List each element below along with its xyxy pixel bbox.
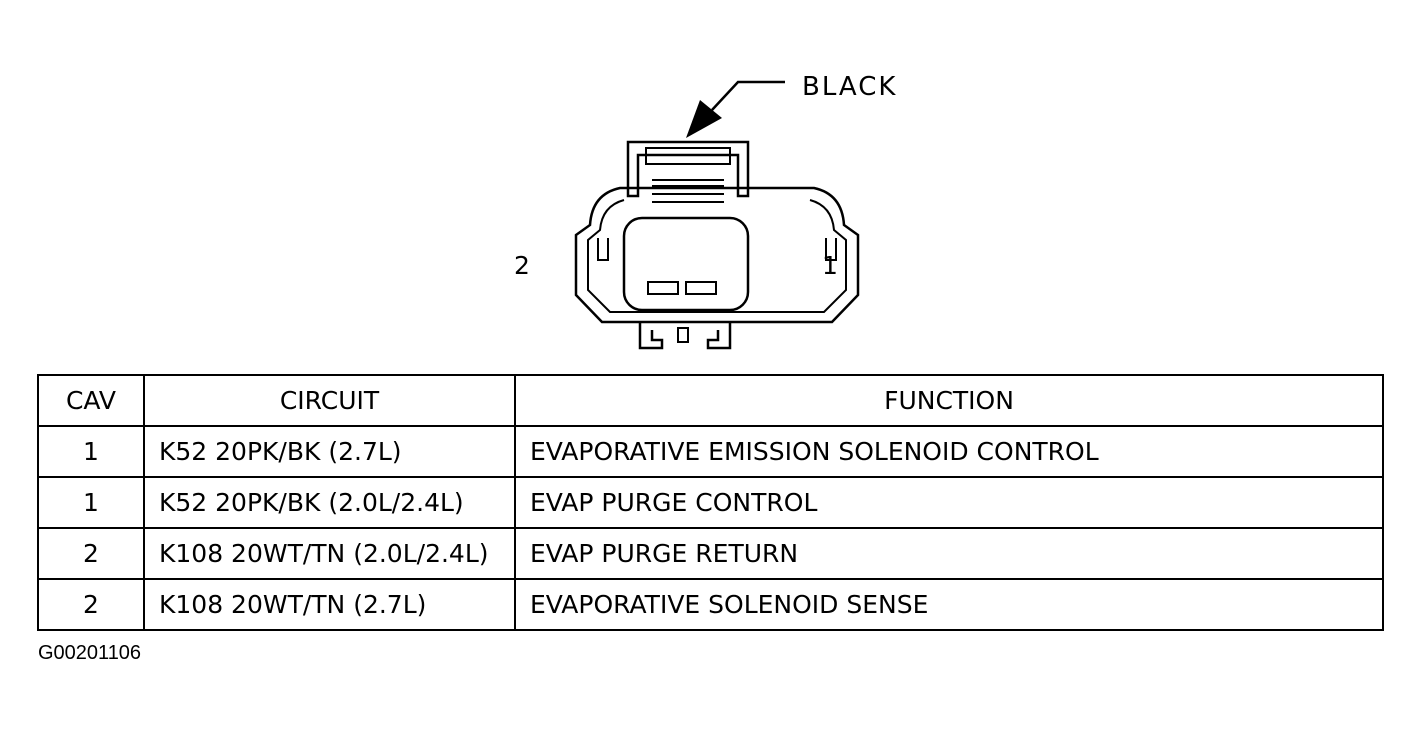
connector-body	[574, 186, 860, 324]
leader-line	[711, 80, 785, 111]
side-clip-left	[597, 238, 609, 261]
bottom-tab-center	[677, 327, 689, 343]
pinout-table: CAV CIRCUIT FUNCTION 1 K52 20PK/BK (2.7L…	[37, 374, 1384, 631]
terminal-cavity-1	[685, 281, 717, 295]
cell-cav: 1	[37, 425, 145, 478]
header-function: FUNCTION	[514, 374, 1384, 427]
header-cav: CAV	[37, 374, 145, 427]
latch-housing	[626, 140, 750, 198]
cell-function: EVAPORATIVE SOLENOID SENSE	[514, 578, 1384, 631]
connector-diagram	[540, 60, 900, 360]
terminal-face	[622, 216, 750, 312]
cell-function: EVAP PURGE RETURN	[514, 527, 1384, 580]
cell-circuit: K108 20WT/TN (2.7L)	[143, 578, 516, 631]
terminal-cavity-2	[647, 281, 679, 295]
table-row: 2 K108 20WT/TN (2.7L) EVAPORATIVE SOLENO…	[37, 578, 1384, 631]
bottom-tab-right	[706, 322, 732, 350]
table-row: 1 K52 20PK/BK (2.7L) EVAPORATIVE EMISSIO…	[37, 425, 1384, 478]
cell-cav: 2	[37, 578, 145, 631]
connector-outline	[574, 80, 860, 350]
bottom-tab-left	[638, 322, 664, 350]
table-header-row: CAV CIRCUIT FUNCTION	[37, 374, 1384, 427]
cell-function: EVAP PURGE CONTROL	[514, 476, 1384, 529]
figure-id: G00201106	[38, 642, 142, 664]
cell-function: EVAPORATIVE EMISSION SOLENOID CONTROL	[514, 425, 1384, 478]
table-row: 2 K108 20WT/TN (2.0L/2.4L) EVAP PURGE RE…	[37, 527, 1384, 580]
pin-2-label: 2	[514, 251, 531, 280]
header-circuit: CIRCUIT	[143, 374, 516, 427]
wire-color-label: BLACK	[802, 72, 898, 102]
side-clip-right	[825, 238, 837, 261]
table-row: 1 K52 20PK/BK (2.0L/2.4L) EVAP PURGE CON…	[37, 476, 1384, 529]
cell-cav: 1	[37, 476, 145, 529]
cell-cav: 2	[37, 527, 145, 580]
leader-arrowhead	[686, 100, 722, 138]
cell-circuit: K108 20WT/TN (2.0L/2.4L)	[143, 527, 516, 580]
pin-1-label: 1	[822, 251, 839, 280]
cell-circuit: K52 20PK/BK (2.7L)	[143, 425, 516, 478]
cell-circuit: K52 20PK/BK (2.0L/2.4L)	[143, 476, 516, 529]
